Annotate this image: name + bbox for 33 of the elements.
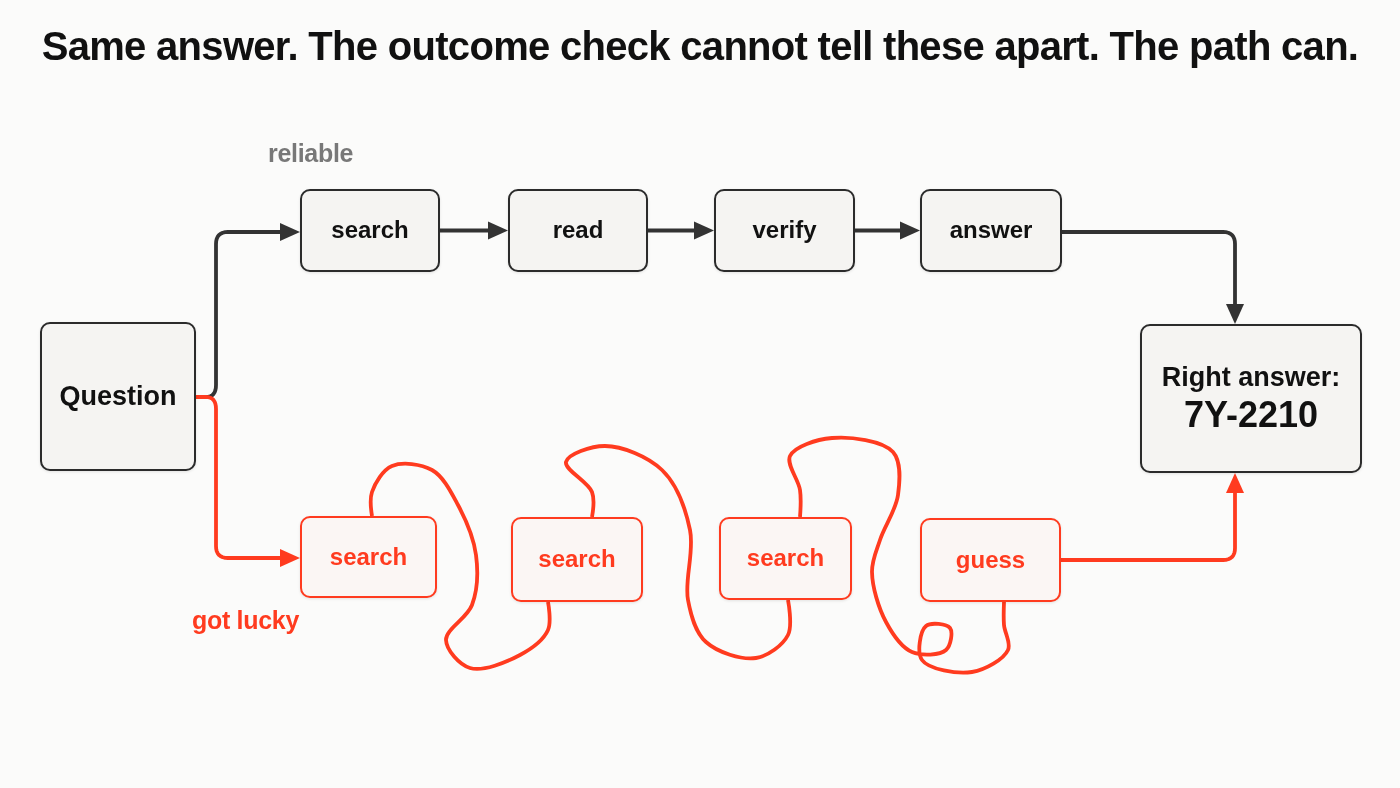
- step-label: search: [331, 216, 409, 245]
- result-value: 7Y-2210: [1183, 393, 1319, 437]
- arrow: [1062, 230, 1244, 324]
- path-label: reliable: [268, 139, 354, 168]
- arrow: [855, 221, 920, 240]
- step-label: answer: [949, 216, 1033, 245]
- arrow: [1061, 473, 1244, 562]
- step-box: [300, 516, 437, 598]
- step-box: [920, 189, 1062, 272]
- tangled-line: [368, 461, 552, 671]
- diagram-title: Same answer. The outcome check cannot tell these apart. The path can.: [41, 24, 1359, 69]
- step-box: [719, 517, 852, 600]
- question-box: [40, 322, 196, 471]
- step-label: search: [538, 545, 616, 574]
- arrow: [648, 221, 714, 240]
- step-label: read: [552, 216, 604, 245]
- step-box: [920, 518, 1061, 602]
- step-box: [714, 189, 855, 272]
- question-label: Question: [59, 380, 177, 413]
- tangled-line: [564, 444, 793, 661]
- arrow: [196, 395, 300, 567]
- step-label: search: [329, 542, 408, 572]
- result-heading: Right answer:: [1161, 360, 1341, 394]
- step-label: verify: [752, 216, 817, 245]
- step-box: [300, 189, 440, 272]
- path-label: got lucky: [192, 606, 300, 635]
- step-box: [508, 189, 648, 272]
- result-box: [1140, 324, 1362, 473]
- step-box: [511, 517, 643, 602]
- step-label: search: [746, 544, 825, 573]
- arrow: [440, 221, 508, 240]
- tangled-line: [787, 435, 1011, 675]
- step-label: guess: [955, 545, 1026, 575]
